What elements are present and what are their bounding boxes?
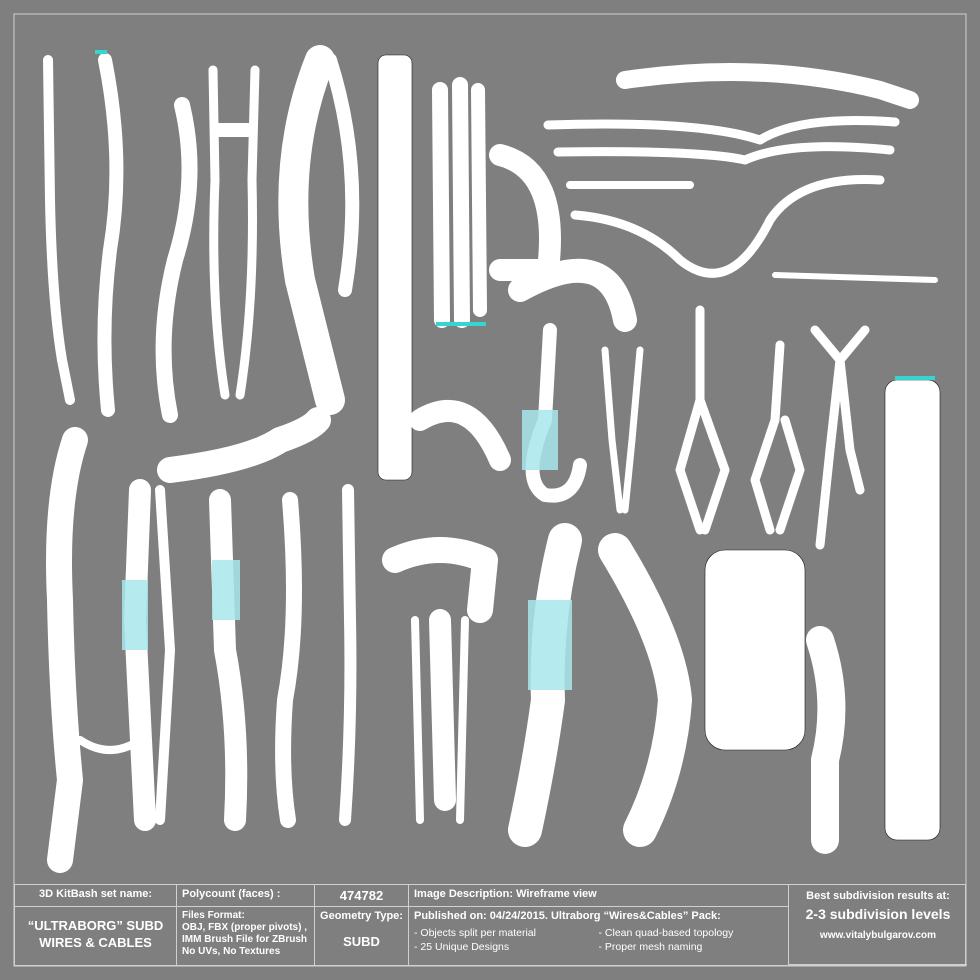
cable-model-14 (601, 346, 644, 514)
cable-model-29 (806, 626, 846, 854)
files-format: Files Format: OBJ, FBX (proper pivots) ,… (177, 907, 315, 965)
cable-model-2 (155, 97, 198, 423)
cable-model-17 (810, 325, 870, 550)
cable-model-23 (275, 492, 302, 828)
cable-model-25 (382, 537, 498, 824)
cable-model-26 (508, 523, 582, 847)
cable-model-4 (278, 45, 360, 415)
cable-model-3 (208, 65, 260, 400)
cable-model-7 (489, 144, 561, 281)
feature-item: - Objects split per material (414, 927, 536, 939)
kit-label: 3D KitBash set name: (15, 885, 177, 907)
cable-model-22 (209, 489, 248, 831)
cable-model-10 (543, 116, 900, 165)
subdivision-label: Best subdivision results at: (806, 890, 950, 902)
geometry-type: Geometry Type: SUBD (315, 907, 409, 965)
cable-model-13 (522, 323, 587, 503)
description-label: Image Description: Wireframe view (409, 885, 789, 907)
kit-name-line1: “ULTRABORG” SUBD (27, 918, 164, 933)
cable-model-1 (43, 50, 124, 417)
subdivision-section: Best subdivision results at: 2-3 subdivi… (789, 885, 967, 965)
files-format-line: No UVs, No Textures (182, 946, 281, 957)
cable-model-27 (598, 533, 692, 847)
geometry-label: Geometry Type: (320, 910, 403, 922)
files-format-line: IMM Brush File for ZBrush (182, 934, 307, 945)
published-info: Published on: 04/24/2015. Ultraborg “Wir… (409, 907, 789, 965)
website-link[interactable]: www.vitalybulgarov.com (819, 930, 937, 941)
feature-item: - 25 Unique Designs (414, 941, 510, 953)
cable-model-15 (675, 305, 730, 535)
cable-model-9 (616, 63, 919, 109)
cable-model-6 (432, 77, 487, 328)
polycount-value: 474782 (315, 885, 409, 907)
files-format-line: OBJ, FBX (proper pivots) , (182, 922, 308, 933)
cable-model-12 (409, 400, 511, 471)
files-format-label: Files Format: (182, 910, 245, 921)
polycount-label: Polycount (faces) : (177, 885, 315, 907)
cable-model-24 (339, 484, 357, 826)
cable-model-28 (704, 549, 806, 751)
cable-model-21 (122, 479, 175, 831)
cable-model-19 (157, 407, 331, 483)
published-text: Published on: 04/24/2015. Ultraborg “Wir… (414, 910, 721, 922)
kit-name: “ULTRABORG” SUBD WIRES & CABLES (15, 907, 177, 965)
cable-model-8 (508, 258, 637, 332)
geometry-value: SUBD (343, 934, 380, 949)
feature-list: - Objects split per material - Clean qua… (414, 922, 783, 954)
cable-model-16 (750, 340, 805, 535)
cable-model-5 (377, 54, 413, 481)
kit-name-line2: WIRES & CABLES (39, 935, 152, 950)
cable-model-11 (566, 175, 938, 283)
feature-item: - Clean quad-based topology (598, 927, 734, 939)
subdivision-value: 2-3 subdivision levels (805, 906, 951, 922)
feature-item: - Proper mesh naming (598, 941, 703, 953)
cable-model-18 (884, 376, 941, 841)
info-panel: 3D KitBash set name: Polycount (faces) :… (14, 884, 967, 966)
outer-border (13, 13, 967, 967)
